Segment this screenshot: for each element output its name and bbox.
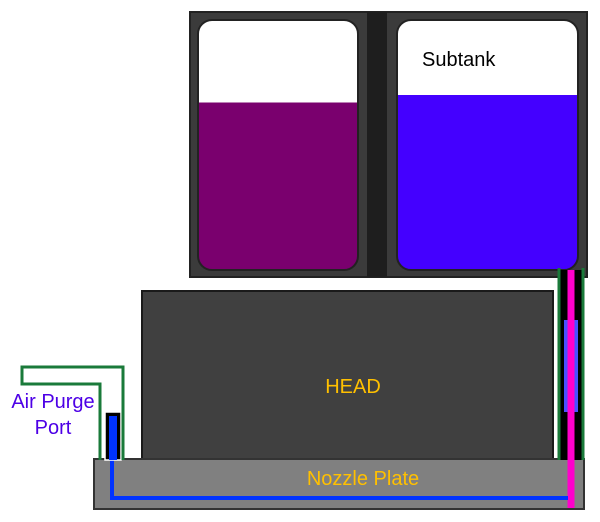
air-purge-green-outer [20, 365, 125, 460]
air-purge-label-line1: Air Purge [11, 391, 94, 413]
subtank-label: Subtank [422, 49, 496, 71]
right-tank-ink [397, 95, 578, 270]
air-purge-port-inner [109, 416, 117, 460]
right-tank: Subtank [396, 19, 579, 271]
nozzle-plate [93, 458, 585, 510]
nozzle-plate-label: Nozzle Plate [307, 468, 419, 490]
left-tank-outline [197, 19, 359, 271]
air-purge-port [20, 365, 125, 461]
subtank-divider [367, 12, 387, 277]
air-purge-label-line2: Port [35, 417, 72, 439]
left-tank-ink [198, 102, 358, 270]
head-body [141, 290, 554, 462]
right-ink-channel [557, 268, 585, 508]
head-label: HEAD [325, 376, 381, 398]
right-tank-outline [396, 19, 579, 271]
left-tank [197, 19, 359, 271]
